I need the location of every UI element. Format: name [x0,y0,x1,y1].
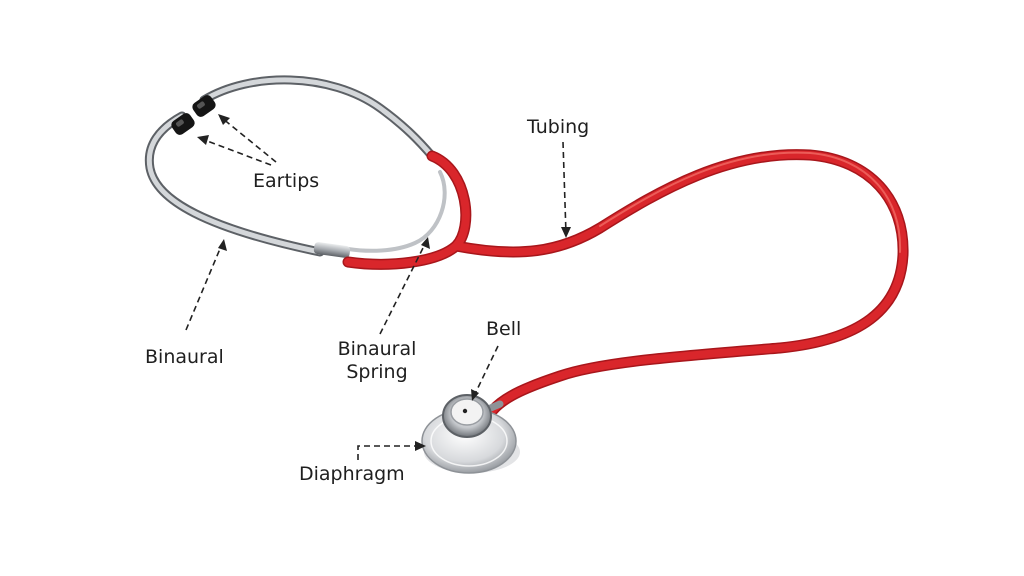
chestpiece [422,395,520,473]
bell-leader [474,346,498,396]
eartips-leader-2 [202,139,271,165]
binaural-leader [186,244,222,330]
binaural-spring [348,172,445,251]
leader-arrowheads [197,114,571,451]
binaural-tubes [149,80,432,252]
binaural-spring-label: Binaural Spring [333,338,421,384]
leader-lines [186,118,566,460]
tubing [348,153,903,410]
binaural-spring-label-line1: Binaural [333,338,421,361]
diaphragm-label: Diaphragm [299,463,405,486]
eartips-label: Eartips [253,170,319,193]
tubing-label: Tubing [527,116,589,139]
binaural-label: Binaural [145,346,224,369]
binaural-spring-label-line2: Spring [333,361,421,384]
diaphragm-leader [358,446,420,460]
eartips-leader-1 [222,118,276,162]
eartip-lower [169,111,196,137]
tubing-leader [563,142,566,234]
bell-label: Bell [486,318,521,341]
